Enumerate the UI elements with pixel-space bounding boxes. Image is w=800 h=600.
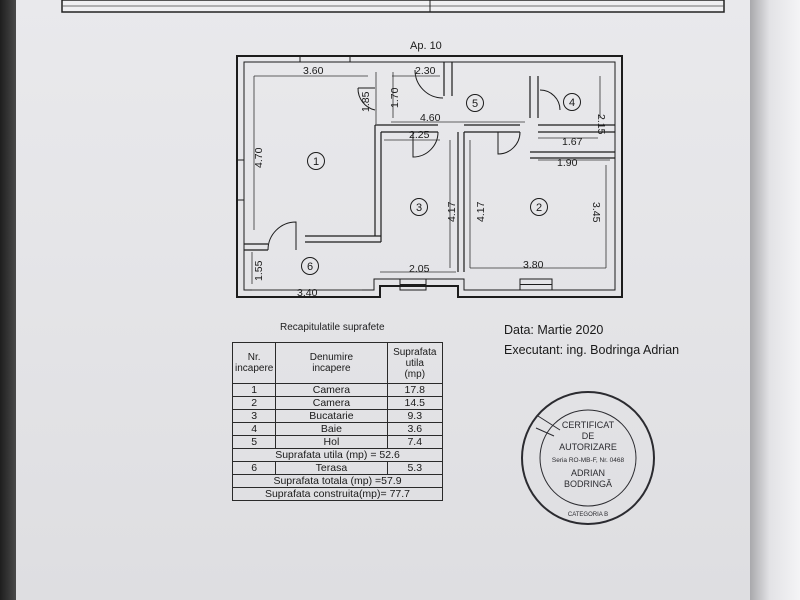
totala-row: Suprafata totala (mp) =57.9 [232,474,443,488]
header-denumire: Denumire incapere [275,342,388,384]
table-row: 5 Hol 7.4 [231,435,443,449]
dim-2-25: 2.25 [409,129,430,141]
terasa-row: 6 Terasa 5.3 [231,461,443,475]
room-marker-3: 3 [410,198,428,216]
svg-text:1: 1 [313,156,319,168]
svg-text:4: 4 [569,97,575,109]
recap-title: Recapitulatile suprafete [280,322,385,333]
dimension-lines [251,72,610,291]
date-line: Data: Martie 2020 [504,323,604,337]
construita-row: Suprafata construita(mp)= 77.7 [232,487,443,501]
room-marker-4: 4 [563,93,581,111]
dim-2-15: 2.15 [595,114,607,135]
dim-1-70: 1.70 [389,87,401,108]
recap-table: Nr. incapere Denumire incapere Suprafata… [231,342,443,501]
svg-text:3: 3 [416,202,422,214]
floor-plan: 3.60 2.30 1.85 1.70 4.60 4.70 2.25 4.17 … [61,0,725,299]
dim-4-17-room2: 4.17 [475,201,487,222]
table-row: 1 Camera 17.8 [231,383,443,397]
door-swings [267,69,561,251]
page-stack-right-edge [750,0,800,600]
apartment-label: Ap. 10 [410,40,442,52]
header-nr: Nr. incapere [231,342,277,384]
interior-walls [244,62,615,272]
dim-2-05: 2.05 [409,263,430,275]
executant-line: Executant: ing. Bodringa Adrian [504,343,680,357]
windows [236,55,553,291]
svg-text:2: 2 [536,202,542,214]
svg-text:CERTIFICAT: CERTIFICAT [562,420,615,430]
dim-2-30: 2.30 [415,65,436,77]
dim-4-70: 4.70 [253,147,265,168]
table-row: 3 Bucatarie 9.3 [231,409,443,423]
room-marker-6: 6 [301,257,319,275]
document-sheet: 3.60 2.30 1.85 1.70 4.60 4.70 2.25 4.17 … [16,0,750,600]
header-strip [61,0,725,13]
svg-text:BODRINGĂ: BODRINGĂ [564,479,612,489]
svg-text:CATEGORIA B: CATEGORIA B [568,512,608,518]
svg-text:6: 6 [307,261,313,273]
dim-4-17-kitchen: 4.17 [446,201,458,222]
outer-walls [236,55,623,298]
room-marker-2: 2 [530,198,548,216]
certification-stamp: CERTIFICAT DE AUTORIZARE Seria RO-MB-F, … [521,391,655,525]
table-row: 4 Baie 3.6 [231,422,443,436]
utila-total-row: Suprafata utila (mp) = 52.6 [232,448,443,462]
dimension-labels: 3.60 2.30 1.85 1.70 4.60 4.70 2.25 4.17 … [253,65,607,299]
room-markers: 1 2 3 4 5 6 [301,93,581,275]
recap-header-row: Nr. incapere Denumire incapere Suprafata… [231,342,443,384]
dim-1-90: 1.90 [557,157,578,169]
room-marker-5: 5 [466,94,484,112]
dim-1-67: 1.67 [562,136,583,148]
dim-1-55: 1.55 [253,260,265,281]
svg-text:Seria RO-MB-F, Nr. 0468: Seria RO-MB-F, Nr. 0468 [552,457,625,464]
svg-text:AUTORIZARE: AUTORIZARE [559,442,617,452]
svg-text:ADRIAN: ADRIAN [571,468,605,478]
dim-3-40: 3.40 [297,287,318,299]
dim-3-60: 3.60 [303,65,324,77]
svg-text:5: 5 [472,98,478,110]
svg-text:DE: DE [582,431,595,441]
table-row: 2 Camera 14.5 [231,396,443,410]
dim-3-45: 3.45 [590,202,602,223]
dim-4-60: 4.60 [420,112,441,124]
header-suprafata: Suprafata utila (mp) [386,342,443,384]
room-marker-1: 1 [307,152,325,170]
dim-3-80: 3.80 [523,259,544,271]
dim-1-85: 1.85 [360,91,372,112]
